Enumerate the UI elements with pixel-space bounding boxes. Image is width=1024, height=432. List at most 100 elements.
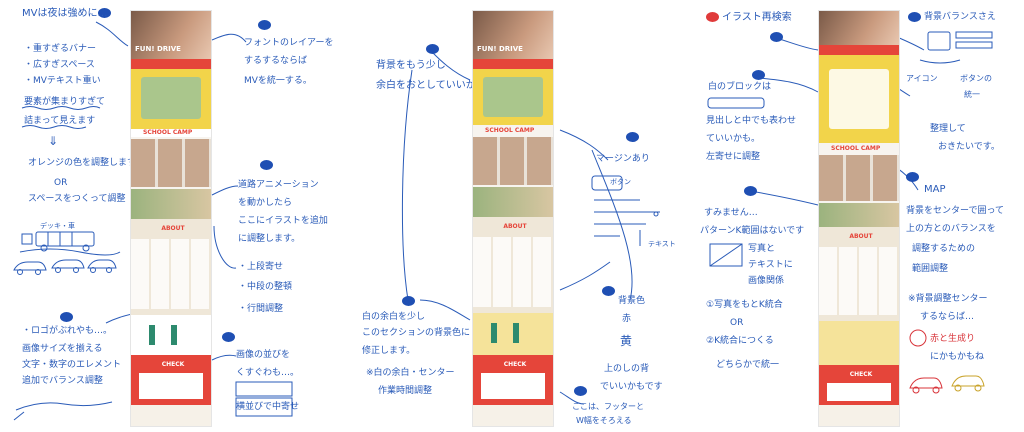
note: 背景バランスさえ: [924, 12, 996, 22]
footer: [131, 405, 211, 426]
note: 画像の並びを: [236, 350, 291, 360]
note: するするならば: [244, 56, 308, 66]
hero-image: [131, 11, 211, 59]
note: ていいかも。: [706, 134, 761, 144]
note: 白の余白を少し: [362, 312, 426, 322]
note: MAP: [924, 184, 946, 195]
note: 上の方とのバランスを: [906, 224, 996, 234]
note: ・中段の整頓: [238, 282, 293, 292]
info-icons: [149, 325, 193, 345]
banner: [131, 59, 211, 69]
note: 見出しと中でも表わせ: [706, 116, 797, 126]
photo-grid: [819, 155, 899, 201]
note: くすぐわも…。: [236, 368, 300, 378]
info-section: [819, 321, 899, 365]
footer: [819, 405, 899, 426]
note: このセクションの背景色に: [362, 328, 471, 338]
marker-dot-red: [706, 12, 719, 22]
note: 統一: [964, 90, 980, 99]
hero-title: FUN! DRIVE: [477, 45, 523, 53]
about-cards: [819, 247, 899, 315]
section-title: ABOUT: [849, 233, 873, 240]
marker-dot: [260, 160, 273, 170]
section-title: SCHOOL CAMP: [485, 127, 535, 134]
section-title: CHECK: [161, 361, 185, 368]
hero-title: FUN! DRIVE: [135, 45, 181, 53]
layout-mockup-2: FUN! DRIVE SCHOOL CAMP ABOUT CHECK: [472, 10, 554, 427]
note: テキストに: [748, 260, 793, 270]
note: テキスト: [648, 240, 676, 248]
note-red: 赤と生成り: [930, 334, 976, 344]
marker-dot: [426, 44, 439, 54]
marker-dot: [602, 286, 615, 296]
note: パターンK範囲はないです: [700, 226, 805, 236]
map-image: [483, 77, 543, 117]
marker-dot: [98, 8, 111, 18]
note: に調整します。: [238, 234, 301, 244]
map-card: [829, 69, 889, 129]
note: 範囲調整: [912, 264, 949, 274]
about-cards: [473, 237, 553, 307]
section-title: CHECK: [503, 361, 527, 368]
note: MVは夜は強めに…: [22, 8, 108, 19]
note-or: OR: [54, 178, 68, 188]
marker-dot: [626, 132, 639, 142]
note: 横並びで中寄せ: [236, 402, 300, 412]
map-image: [141, 77, 201, 119]
marker-dot: [744, 186, 757, 196]
note: MVを統一する。: [244, 76, 312, 86]
note: フォントのレイアーを: [244, 38, 334, 48]
photo-grid: [131, 139, 211, 187]
note: ここは、フッターと: [572, 402, 644, 411]
note: 画像関係: [748, 276, 785, 286]
note: 文字・数字のエレメント: [22, 360, 122, 370]
note: 修正します。: [362, 346, 416, 356]
note: ※背景調整センター: [908, 294, 988, 304]
note: ここにイラストを追加: [238, 216, 328, 226]
note: 余白をおとしていいかも: [376, 80, 486, 91]
note: すみません…: [704, 208, 758, 218]
note: ・重すぎるバナー: [24, 44, 97, 54]
note: イラスト再検索: [722, 12, 792, 23]
note: オレンジの色を調整します: [28, 158, 137, 168]
marker-dot: [752, 70, 765, 80]
note: どちらかで統一: [716, 360, 780, 370]
section-title: SCHOOL CAMP: [143, 129, 193, 136]
section-title: SCHOOL CAMP: [831, 145, 881, 152]
note: 調整するための: [912, 244, 976, 254]
note: でいいかもです: [600, 382, 663, 392]
note: 背景をセンターで囲って: [906, 206, 1005, 216]
note: を動かしたら: [238, 198, 293, 208]
photo-band: [819, 203, 899, 227]
marker-dot: [60, 312, 73, 322]
note: 追加でバランス調整: [22, 376, 103, 386]
note: 要素が集まりすぎて: [24, 97, 106, 107]
note: ボタンの: [960, 74, 992, 83]
note: ・上段寄せ: [238, 262, 284, 272]
note: W幅をそろえる: [576, 416, 632, 425]
hero-image: [819, 11, 899, 45]
check-card: [139, 373, 203, 399]
banner: [819, 45, 899, 55]
note: おきたいです。: [938, 142, 1000, 152]
note: ※白の余白・センター: [366, 368, 455, 378]
section-title: CHECK: [849, 371, 873, 378]
note: するならば…: [920, 312, 975, 322]
note: 赤: [622, 314, 632, 324]
check-card: [827, 383, 891, 401]
layout-mockup-3: SCHOOL CAMP ABOUT CHECK: [818, 10, 900, 427]
section-title: ABOUT: [503, 223, 527, 230]
banner: [473, 59, 553, 69]
layout-mockup-1: FUN! DRIVE SCHOOL CAMP ABOUT CHECK: [130, 10, 212, 427]
note: 左寄せに調整: [706, 152, 761, 162]
note: マージンあり: [596, 154, 650, 164]
photo-band: [473, 187, 553, 217]
marker-dot: [906, 172, 919, 182]
section-title: ABOUT: [161, 225, 185, 232]
marker-dot: [258, 20, 271, 30]
note: 作業時間調整: [378, 386, 433, 396]
note: 背景をもう少し: [376, 60, 446, 71]
marker-dot: [770, 32, 783, 42]
note: 整理して: [930, 124, 966, 134]
note: ・広すぎスペース: [24, 60, 95, 70]
